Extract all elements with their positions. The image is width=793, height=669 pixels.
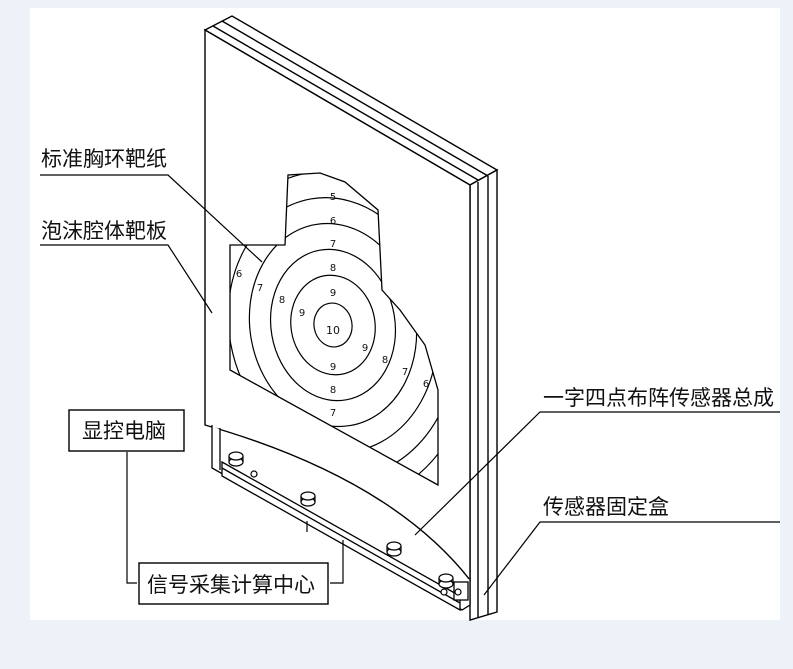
ring-label-6-right: 6 <box>423 379 429 390</box>
signal-center-box: 信号采集计算中心 <box>138 562 329 605</box>
ring-label-8-upper: 8 <box>330 263 336 274</box>
label-foam-board: 泡沫腔体靶板 <box>41 219 167 243</box>
ring-label-6-left: 6 <box>236 269 242 280</box>
ring-label-9-lower: 9 <box>330 362 336 373</box>
sensor-1 <box>228 451 244 467</box>
ring-label-5-top: 5 <box>330 192 336 203</box>
display-pc-box: 显控电脑 <box>68 409 185 452</box>
ring-label-7-top: 7 <box>330 239 336 250</box>
ring-label-6-top: 6 <box>330 216 336 227</box>
label-sensor-box: 传感器固定盒 <box>543 495 669 519</box>
sensor-3 <box>386 541 402 557</box>
label-signal-center: 信号采集计算中心 <box>147 573 315 597</box>
ring-label-9-left: 9 <box>299 308 305 319</box>
label-target-paper: 标准胸环靶纸 <box>41 147 167 171</box>
ring-label-7-left: 7 <box>257 283 263 294</box>
leader-lines <box>40 174 780 596</box>
label-sensor-array: 一字四点布阵传感器总成 <box>543 386 774 410</box>
ring-label-7-right: 7 <box>402 367 408 378</box>
sensor-2 <box>300 491 316 507</box>
sensor-4 <box>438 573 454 589</box>
board-side <box>203 15 499 621</box>
ring-label-10-center: 10 <box>326 324 340 337</box>
ring-label-8-left: 8 <box>279 295 285 306</box>
ring-label-7-lower: 7 <box>330 408 336 419</box>
ring-label-8-lower: 8 <box>330 385 336 396</box>
ring-label-9-right: 9 <box>362 343 368 354</box>
ring-label-9-upper: 9 <box>330 288 336 299</box>
sensor-array <box>228 451 462 596</box>
ring-label-8-right: 8 <box>382 355 388 366</box>
label-display-pc: 显控电脑 <box>82 419 166 443</box>
